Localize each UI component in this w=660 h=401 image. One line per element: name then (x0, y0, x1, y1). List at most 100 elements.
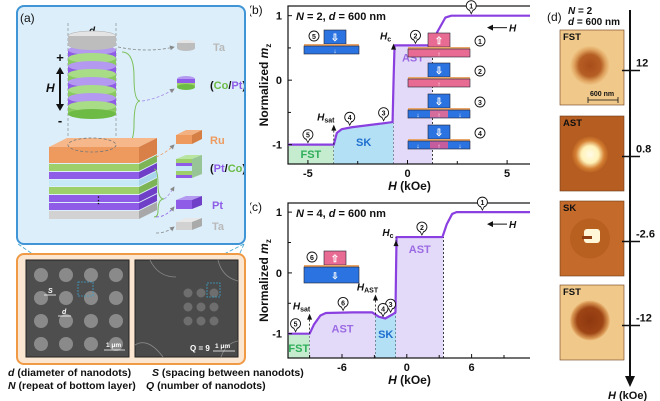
plot-frame (287, 5, 530, 165)
nanodot (109, 268, 123, 282)
legend-copt: (Co/Pt)4 (210, 80, 244, 94)
q-label: Q = 9 (190, 344, 210, 353)
bottom-stack: ⋮ (49, 138, 157, 219)
mini-bottom-layer (303, 266, 360, 284)
state-marker-number: 3 (382, 111, 386, 118)
mini-spacer (408, 77, 470, 79)
state-marker-number: 4 (478, 131, 482, 138)
stack-layer (49, 164, 139, 171)
x-tick-label: 5 (504, 168, 510, 180)
panel-d-mfm: (d) N = 2 d = 600 nm H (kOe) FST12AST0.8… (547, 6, 655, 401)
y-tick-label: -1 (272, 329, 282, 341)
nanodot (109, 314, 123, 328)
field-label: H (46, 81, 55, 95)
nanodot (84, 337, 98, 351)
region-ast (396, 237, 444, 358)
state-marker-number: 1 (480, 200, 484, 207)
field-marker-label: Hc (380, 32, 391, 44)
up-arrow-icon: ↑ (437, 51, 440, 58)
field-tick-label: 0.8 (636, 144, 651, 156)
nanodot (34, 268, 48, 282)
nanodot (84, 291, 98, 305)
legend-d: d (diameter of nanodots) (8, 367, 132, 379)
up-arrow-icon: ↑ (437, 143, 440, 150)
region-fst (288, 333, 310, 358)
down-arrow-icon: ⇩ (435, 66, 443, 77)
mini-spacer (408, 108, 470, 110)
mini-bottom-layer (303, 45, 360, 55)
multilayer-schematic: (a) d + - H ⋮ Ta (20, 11, 252, 234)
field-marker-arrow (391, 43, 397, 50)
state-marker-number: 1 (478, 39, 482, 46)
nanodot (34, 291, 48, 305)
legend-ptco: (Pt/Co)N (210, 163, 244, 177)
pillar-stack (67, 30, 117, 119)
state-marker-number: 2 (478, 69, 482, 76)
nanodot (109, 291, 123, 305)
mini-spacer (408, 139, 470, 141)
nanodot (196, 316, 206, 326)
legend-pt: Pt (212, 200, 223, 212)
x-tick-label: -5 (303, 168, 313, 180)
up-arrow-icon: ⇧ (435, 36, 443, 47)
spacing-label: S (48, 288, 53, 295)
panel-a-schematic: (a) d + - H ⋮ Ta (16, 5, 252, 245)
state-marker (474, 65, 486, 77)
state-marker-number: 2 (420, 225, 424, 232)
nanodot (59, 268, 73, 282)
region-label: FST (301, 149, 322, 161)
stack-layer (49, 180, 139, 186)
state-marker-number: 5 (306, 133, 310, 140)
sem-zoom-box-right (206, 282, 221, 298)
pillar-bracket (121, 51, 141, 148)
legend-q: Q (number of nanodots) (146, 380, 266, 392)
field-marker-arrow (372, 294, 378, 301)
mini-bottom-layer (407, 48, 471, 58)
legend-ru: Ru (210, 135, 225, 147)
panel-d-label: (d) (547, 10, 562, 24)
mfm-dot (571, 135, 609, 174)
region-ast (309, 312, 376, 358)
state-marker-number: 6 (341, 300, 345, 307)
mz-curve (288, 14, 530, 146)
state-marker-number: 4 (381, 306, 385, 313)
minus-sign: - (58, 113, 62, 128)
y-axis-label: Normalized mz (257, 239, 273, 322)
field-marker-label: Hsat (317, 113, 335, 125)
field-marker-arrow (307, 313, 313, 320)
down-arrow-icon: ⇩ (435, 128, 443, 139)
nanodot (34, 337, 48, 351)
mfm-image-ast: AST (559, 115, 625, 192)
y-tick-label: 0 (276, 75, 282, 87)
down-arrow-icon: ↓ (333, 48, 336, 55)
panel-d-n: N = 2 (568, 6, 593, 17)
y-axis-label: Normalized mz (257, 44, 273, 127)
plot-frame (287, 202, 530, 359)
mfm-state-label: FST (563, 287, 581, 298)
field-axis-label: H (kOe) (608, 390, 647, 401)
chart-title: N = 4, d = 600 nm (296, 208, 386, 220)
mfm-image-sk: SK (559, 200, 625, 277)
state-marker-number: 6 (310, 255, 314, 262)
state-marker (474, 35, 486, 47)
panel-d-d: d = 600 nm (568, 17, 620, 28)
sem-zoom-box-left (77, 281, 94, 297)
x-tick-label: 0 (404, 362, 410, 374)
region-sk (375, 272, 396, 358)
mfm-dot (570, 45, 610, 86)
state-marker-number: 5 (294, 322, 298, 329)
region-label: SK (356, 137, 371, 149)
state-marker-number: 4 (348, 115, 352, 122)
mz-curve (288, 211, 530, 335)
nanodot (59, 291, 73, 305)
nanodot (109, 337, 123, 351)
mfm-image-fst: FST (559, 284, 625, 361)
region-label: AST (332, 324, 354, 336)
stack-layer (49, 195, 139, 202)
nanodot (209, 316, 219, 326)
stack-layer (49, 211, 139, 219)
mfm-dot (570, 300, 610, 341)
stack-layer (49, 203, 139, 210)
legend-n: N (repeat of bottom layer) (8, 380, 136, 392)
